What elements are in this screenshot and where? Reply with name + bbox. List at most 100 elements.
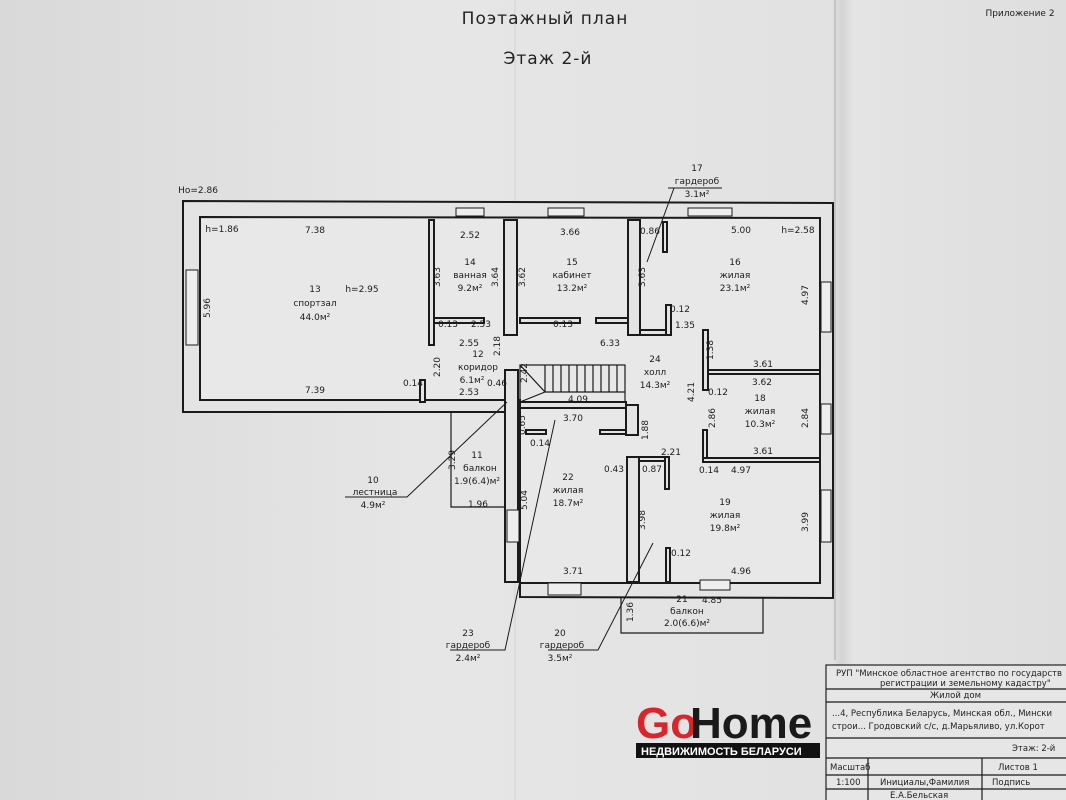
- object-type: Жилой дом: [930, 691, 981, 701]
- dimension-label: 3.61: [753, 447, 773, 457]
- appendix-label: Приложение 2: [985, 9, 1054, 19]
- scale-value: 1:100: [836, 778, 861, 788]
- dimension-label: 5.00: [731, 226, 751, 236]
- dimension-label: 2.53: [459, 388, 479, 398]
- svg-text:2.4м²: 2.4м²: [456, 654, 481, 664]
- svg-text:гардероб: гардероб: [675, 177, 720, 187]
- svg-text:23: 23: [462, 629, 473, 639]
- svg-text:3.1м²: 3.1м²: [685, 190, 710, 200]
- dimension-label: 4.85: [702, 596, 722, 606]
- svg-text:Home: Home: [690, 699, 812, 748]
- svg-text:гардероб: гардероб: [540, 641, 585, 651]
- dimension-label: 2.52: [460, 231, 480, 241]
- svg-text:h=2.95: h=2.95: [345, 285, 378, 295]
- svg-text:18.7м²: 18.7м²: [553, 499, 584, 509]
- svg-text:1.9(6.4)м²: 1.9(6.4)м²: [454, 477, 500, 487]
- balcony-21-outline: [620, 597, 764, 634]
- dimension-label: 3.63: [638, 267, 648, 287]
- svg-text:11: 11: [471, 451, 482, 461]
- dimension-label: 0.86: [640, 227, 660, 237]
- dimension-label: 0.13: [438, 320, 458, 330]
- leader-lines: [345, 187, 722, 651]
- room-15-label: 15 кабинет 13.2м²: [552, 258, 591, 294]
- svg-text:12: 12: [472, 350, 483, 360]
- dimension-label: 5.04: [520, 490, 530, 510]
- dimension-label: 2.18: [493, 336, 503, 356]
- svg-text:13: 13: [309, 285, 320, 295]
- svg-text:10: 10: [367, 476, 379, 486]
- svg-text:гардероб: гардероб: [446, 641, 491, 651]
- dimension-label: 3.62: [752, 378, 772, 388]
- dimension-label: 0.14: [699, 466, 719, 476]
- svg-text:10.3м²: 10.3м²: [745, 420, 776, 430]
- person-name: Е.А.Бельская: [890, 791, 948, 800]
- svg-text:14: 14: [464, 258, 476, 268]
- svg-text:15: 15: [566, 258, 577, 268]
- dimension-label: 4.21: [687, 382, 697, 402]
- svg-text:6.1м²: 6.1м²: [460, 376, 485, 386]
- signature-label: Подпись: [992, 778, 1030, 788]
- dimension-label: 1.35: [675, 321, 695, 331]
- dimension-label: 3.98: [638, 510, 648, 530]
- address-line-1: ...4, Республика Беларусь, Минская обл.,…: [832, 709, 1052, 719]
- svg-text:18: 18: [754, 394, 766, 404]
- svg-text:2.0(6.6)м²: 2.0(6.6)м²: [664, 619, 710, 629]
- staircase: [519, 364, 626, 403]
- dimension-label: 3.99: [801, 512, 811, 532]
- org-name-2: регистрации и земельному кадастру": [880, 679, 1051, 689]
- svg-text:h=2.58: h=2.58: [781, 226, 815, 236]
- dimension-label: 3.61: [753, 360, 773, 370]
- dimension-label: 6.33: [600, 339, 620, 349]
- svg-text:19.8м²: 19.8м²: [710, 524, 741, 534]
- dimension-label: 4.09: [568, 395, 588, 405]
- dimension-label: 0.14: [530, 439, 550, 449]
- room-23-label: 23 гардероб 2.4м²: [446, 629, 491, 664]
- svg-text:14.3м²: 14.3м²: [640, 381, 671, 391]
- svg-text:ванная: ванная: [453, 271, 487, 281]
- svg-text:лестница: лестница: [353, 488, 398, 498]
- gohome-watermark-logo: Go Home НЕДВИЖИМОСТЬ БЕЛАРУСИ: [636, 699, 820, 758]
- dimension-label: 0.12: [708, 388, 728, 398]
- org-name: РУП "Минское областное агентство по госу…: [836, 669, 1062, 679]
- svg-text:жилая: жилая: [710, 511, 741, 521]
- walls: [182, 199, 834, 600]
- scale-label: Масштаб: [830, 763, 870, 773]
- dimension-label: 4.96: [731, 567, 751, 577]
- svg-text:4.9м²: 4.9м²: [361, 501, 386, 511]
- svg-text:44.0м²: 44.0м²: [300, 313, 331, 323]
- svg-text:13.2м²: 13.2м²: [557, 284, 588, 294]
- dimension-label: 2.20: [433, 357, 443, 377]
- svg-text:кабинет: кабинет: [552, 271, 591, 281]
- names-label: Инициалы,Фамилия: [880, 778, 969, 788]
- svg-text:Go: Go: [636, 699, 697, 748]
- room-17-label: 17 гардероб 3.1м²: [675, 164, 720, 200]
- dimension-label: 0.13: [553, 320, 573, 330]
- svg-text:9.2м²: 9.2м²: [458, 284, 483, 294]
- svg-text:НЕДВИЖИМОСТЬ БЕЛАРУСИ: НЕДВИЖИМОСТЬ БЕЛАРУСИ: [641, 746, 802, 758]
- room-10-label: 10 лестница 4.9м²: [353, 476, 398, 511]
- svg-text:17: 17: [691, 164, 702, 174]
- dimension-label: 0.65: [518, 415, 528, 435]
- dimension-label: 1.38: [706, 340, 716, 360]
- svg-text:20: 20: [554, 629, 566, 639]
- dimension-label: 0.14: [403, 379, 423, 389]
- dimension-label: 2.42: [520, 363, 530, 383]
- svg-text:23.1м²: 23.1м²: [720, 284, 751, 294]
- dimension-label: 2.53: [471, 320, 491, 330]
- svg-text:21: 21: [676, 595, 687, 605]
- svg-text:22: 22: [562, 473, 573, 483]
